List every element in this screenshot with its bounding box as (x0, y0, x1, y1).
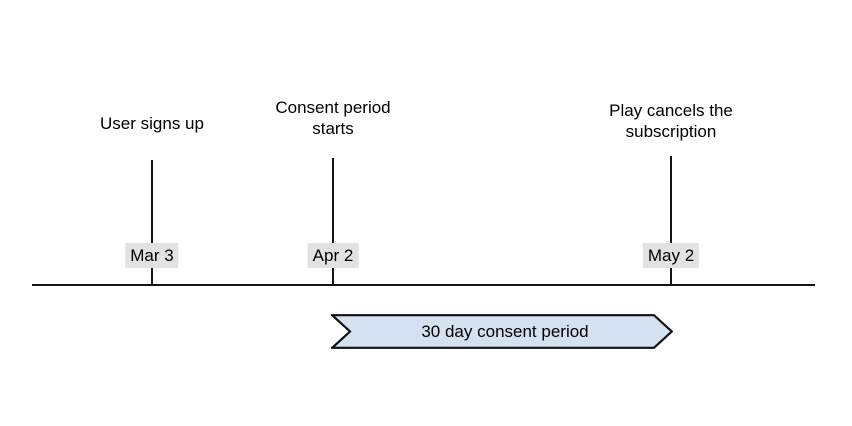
event-date-consent-period-starts: Apr 2 (307, 243, 359, 268)
consent-period-banner-label: 30 day consent period (421, 321, 589, 341)
event-tick-user-signs-up (151, 160, 153, 284)
event-tick-play-cancels-subscription (670, 156, 672, 284)
event-label-consent-period-starts: Consent period starts (275, 98, 391, 138)
consent-period-banner: 30 day consent period (331, 314, 673, 349)
event-tick-consent-period-starts (332, 158, 334, 284)
timeline-axis (32, 284, 815, 286)
event-date-user-signs-up: Mar 3 (125, 243, 179, 268)
event-label-play-cancels-subscription: Play cancels the subscription (609, 101, 733, 141)
event-date-play-cancels-subscription: May 2 (642, 243, 700, 268)
event-label-user-signs-up: User signs up (100, 114, 204, 133)
chevron-arrow-icon (331, 314, 673, 349)
